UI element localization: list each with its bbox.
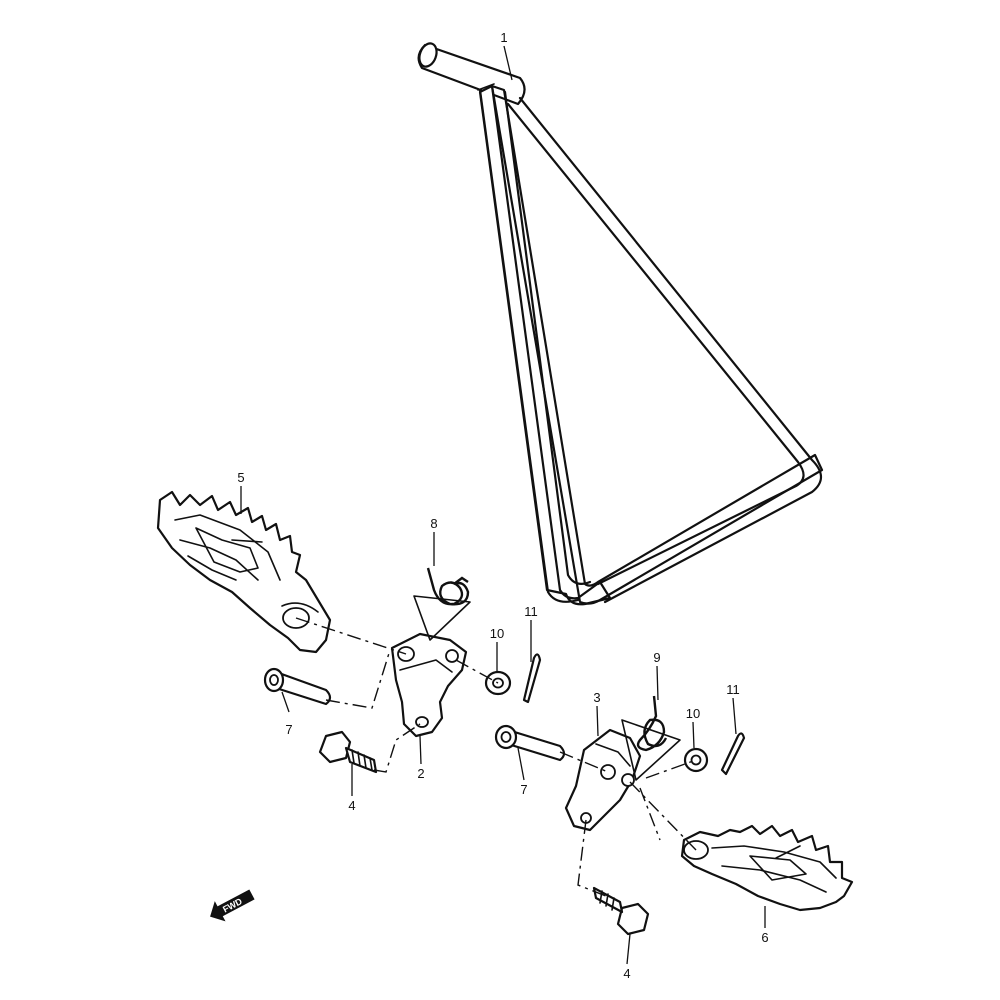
arrow-left-down-icon xyxy=(210,889,255,922)
part-6-footpeg-right xyxy=(680,824,854,912)
assembly-lines xyxy=(295,617,697,897)
part-7-pin-right xyxy=(494,724,566,762)
part-7-pin-left xyxy=(263,667,332,706)
part-1-stand xyxy=(417,42,824,606)
part-3-bracket-right xyxy=(564,728,642,832)
part-11-cotter-pin-right xyxy=(720,732,746,776)
callout-1: 1 xyxy=(500,30,507,45)
callout-10-right: 10 xyxy=(686,706,700,721)
part-5-footpeg-left xyxy=(156,490,332,654)
part-11-cotter-pin-left xyxy=(522,653,542,704)
callout-11-right: 11 xyxy=(726,682,740,697)
callout-4-left: 4 xyxy=(348,798,355,813)
callout-9: 9 xyxy=(653,650,660,665)
part-10-washer-right xyxy=(683,747,709,773)
callout-7-right: 7 xyxy=(520,782,527,797)
callouts: 1 5 8 11 10 7 2 4 3 9 10 11 7 6 4 xyxy=(237,30,768,981)
callout-4-right: 4 xyxy=(623,966,630,981)
part-8-spring-left xyxy=(413,567,471,641)
callout-3: 3 xyxy=(593,690,600,705)
part-4-bolt-left xyxy=(318,730,378,774)
callout-5: 5 xyxy=(237,470,244,485)
part-2-bracket-left xyxy=(390,632,468,738)
callout-8: 8 xyxy=(430,516,437,531)
callout-7-left: 7 xyxy=(285,722,292,737)
part-9-spring-right xyxy=(621,695,681,781)
callout-10-left: 10 xyxy=(490,626,504,641)
callout-2: 2 xyxy=(417,766,424,781)
fwd-direction-indicator: FWD xyxy=(210,889,255,922)
callout-6: 6 xyxy=(761,930,768,945)
leader-lines xyxy=(240,45,766,965)
callout-11-left: 11 xyxy=(524,604,538,619)
